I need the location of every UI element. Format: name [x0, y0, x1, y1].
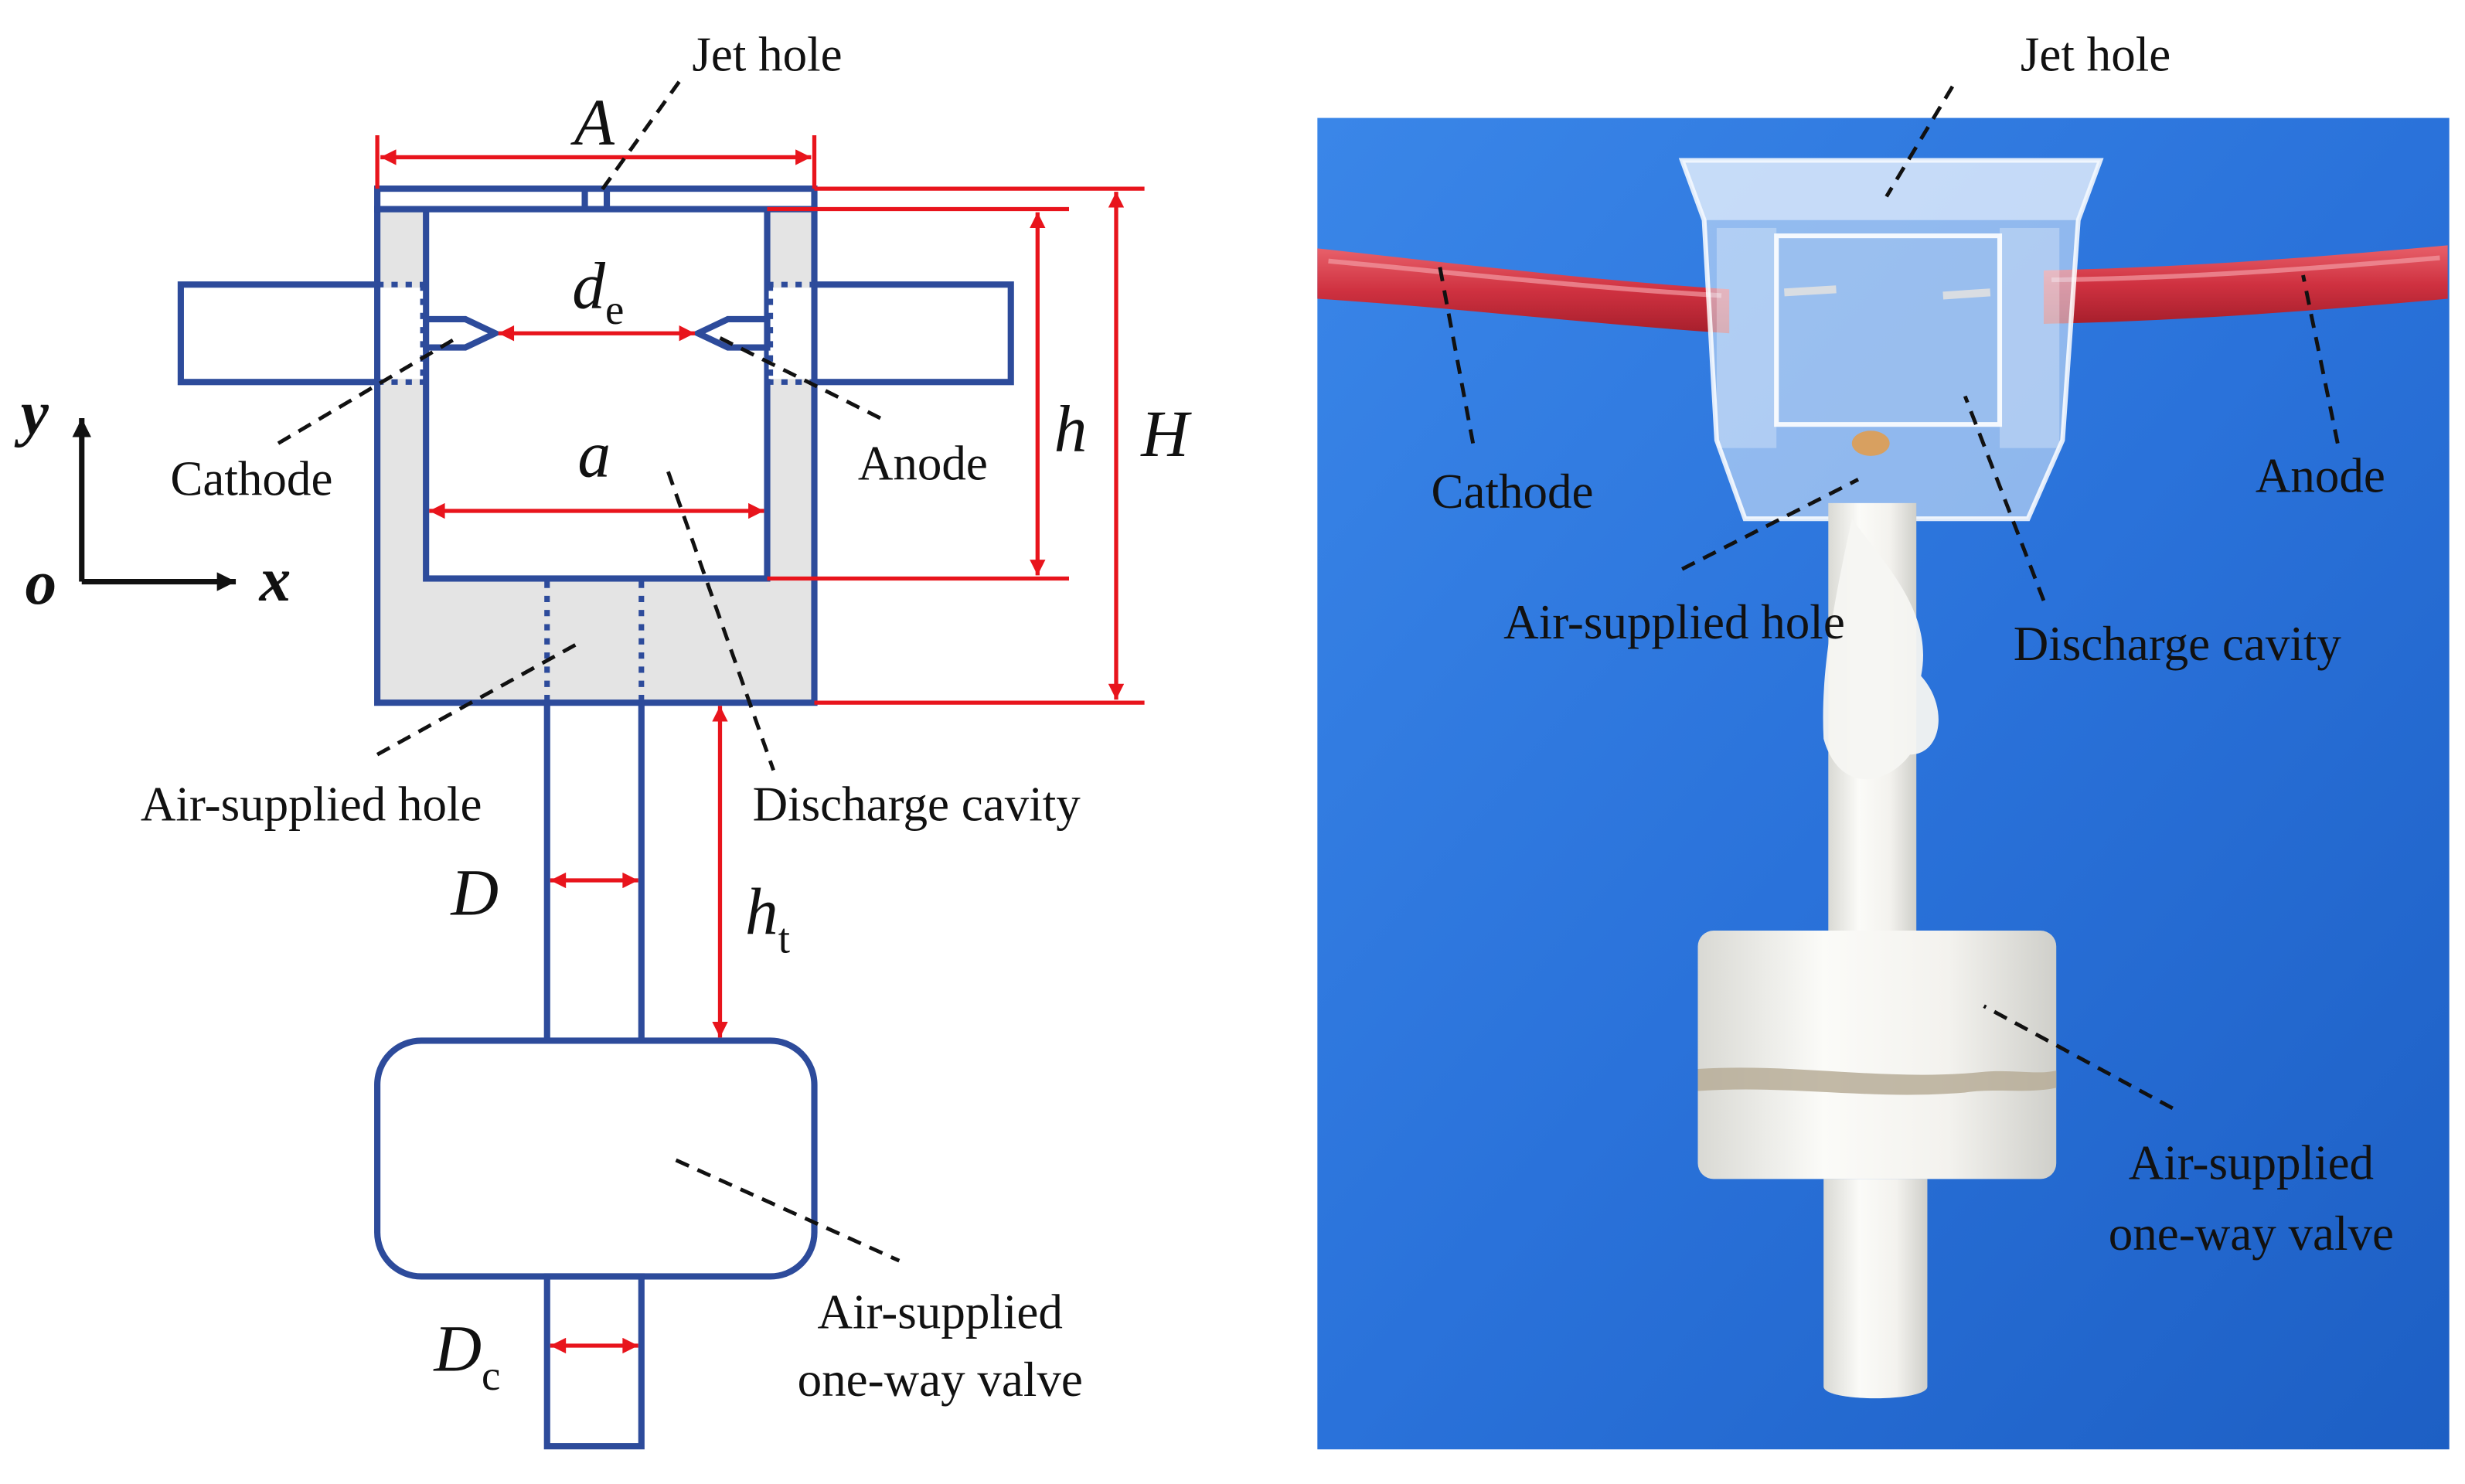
- label-axis-o-text: o: [26, 548, 57, 618]
- cathode-wall-pass: [380, 288, 424, 380]
- leader-anode: [716, 335, 882, 420]
- photo-label-anode: Anode: [2256, 449, 2385, 503]
- label-axis-o: o: [26, 548, 57, 618]
- label-valve-line2-text: one-way valve: [798, 1353, 1083, 1407]
- label-dim-H: H: [1140, 398, 1192, 471]
- clear-block-inner-side-right: [1999, 227, 2060, 448]
- photo-label-valve-line2-text: one-way valve: [2109, 1207, 2394, 1261]
- label-dim-ht-main: h: [745, 876, 778, 948]
- label-dim-h-text: h: [1054, 393, 1088, 466]
- label-anode-text: Anode: [858, 436, 988, 490]
- label-valve-line2: one-way valve: [798, 1353, 1083, 1407]
- schematic: Jet hole A de Cathode a Anode h H y o x …: [14, 28, 1192, 1450]
- photo-label-cathode: Cathode: [1431, 465, 1593, 519]
- cathode-bar: [177, 281, 381, 386]
- cathode-tip: [423, 315, 503, 351]
- photo-leader-valve: [1983, 1004, 2174, 1111]
- label-valve-line1: Air-supplied: [818, 1285, 1063, 1339]
- photo-label-valve-line1-text: Air-supplied: [2129, 1135, 2374, 1190]
- photo-label-jet-hole-text: Jet hole: [2021, 28, 2170, 82]
- label-dim-Dc: Dc: [433, 1313, 500, 1399]
- label-axis-x: x: [259, 545, 291, 614]
- label-dim-h: h: [1054, 393, 1088, 466]
- photo-label-anode-text: Anode: [2256, 449, 2385, 503]
- label-dim-A-text: A: [570, 87, 615, 159]
- photo-valve-band: [1697, 1067, 2057, 1095]
- photo-label-discharge-cavity-text: Discharge cavity: [2014, 617, 2342, 671]
- photo: Jet hole Cathode Anode Air-supplied hole…: [1317, 28, 2450, 1450]
- label-axis-y: y: [14, 378, 49, 448]
- label-dim-D-text: D: [450, 857, 499, 930]
- cable-highlight-left: [1328, 258, 1722, 298]
- anode-wall-pass: [768, 288, 812, 380]
- anode-wire: [1942, 288, 1991, 300]
- label-dim-D: D: [450, 857, 499, 930]
- photo-label-jet-hole: Jet hole: [2021, 28, 2170, 82]
- label-dim-de-main: d: [572, 250, 605, 323]
- label-jet-hole-text: Jet hole: [692, 28, 842, 82]
- label-dim-ht: ht: [745, 876, 790, 962]
- glue-blob: [1823, 519, 1939, 780]
- top-plate: [374, 186, 818, 213]
- label-dim-ht-sub: t: [778, 915, 790, 962]
- leader-cathode: [277, 335, 461, 445]
- label-dim-H-text: H: [1140, 398, 1192, 471]
- photo-outlet-tube: [1823, 1179, 1928, 1399]
- label-dim-a: a: [577, 418, 611, 491]
- label-dim-Dc-main: D: [433, 1313, 482, 1386]
- cable-highlight-right: [2051, 255, 2440, 283]
- photo-leader-jet-hole: [1884, 85, 1955, 198]
- anode-tip: [690, 315, 771, 351]
- photo-leader-cavity: [1963, 395, 2046, 601]
- label-cathode: Cathode: [170, 452, 332, 506]
- photo-label-valve-line1: Air-supplied: [2129, 1135, 2374, 1190]
- photo-leader-air-hole: [1681, 478, 1860, 571]
- photo-leader-cathode: [1436, 259, 1476, 444]
- photo-label-air-supplied-hole: Air-supplied hole: [1503, 595, 1845, 649]
- photo-label-discharge-cavity: Discharge cavity: [2014, 617, 2342, 671]
- label-dim-de-sub: e: [605, 286, 624, 333]
- leader-air-hole: [376, 639, 583, 757]
- label-jet-hole: Jet hole: [692, 28, 842, 82]
- air-hole-spot: [1851, 431, 1890, 456]
- label-air-supplied-hole: Air-supplied hole: [141, 778, 482, 832]
- anode-bar: [811, 281, 1014, 386]
- label-air-supplied-hole-text: Air-supplied hole: [141, 778, 482, 832]
- label-dim-A: A: [570, 87, 615, 159]
- label-cathode-text: Cathode: [170, 452, 332, 506]
- leader-valve: [675, 1158, 901, 1263]
- label-dim-de: de: [572, 250, 624, 333]
- photo-label-valve-line2: one-way valve: [2109, 1207, 2394, 1261]
- label-valve-line1-text: Air-supplied: [818, 1285, 1063, 1339]
- photo-label-air-supplied-hole-text: Air-supplied hole: [1503, 595, 1845, 649]
- one-way-valve-shape: [374, 1037, 818, 1280]
- label-dim-a-text: a: [577, 418, 611, 491]
- cathode-wire: [1784, 285, 1837, 297]
- photo-label-cathode-text: Cathode: [1431, 465, 1593, 519]
- photo-valve: [1697, 931, 2057, 1179]
- clear-block-window: [1774, 233, 2003, 427]
- leader-cavity: [666, 471, 775, 771]
- label-dim-Dc-sub: c: [482, 1352, 500, 1399]
- label-axis-y-text: y: [14, 378, 49, 448]
- outlet-tube: [543, 1273, 645, 1450]
- label-discharge-cavity: Discharge cavity: [753, 778, 1081, 832]
- clear-block-inner-side: [1716, 227, 1777, 448]
- photo-leader-anode: [2301, 274, 2340, 444]
- label-anode: Anode: [858, 436, 988, 490]
- label-discharge-cavity-text: Discharge cavity: [753, 778, 1081, 832]
- label-axis-x-text: x: [259, 545, 291, 614]
